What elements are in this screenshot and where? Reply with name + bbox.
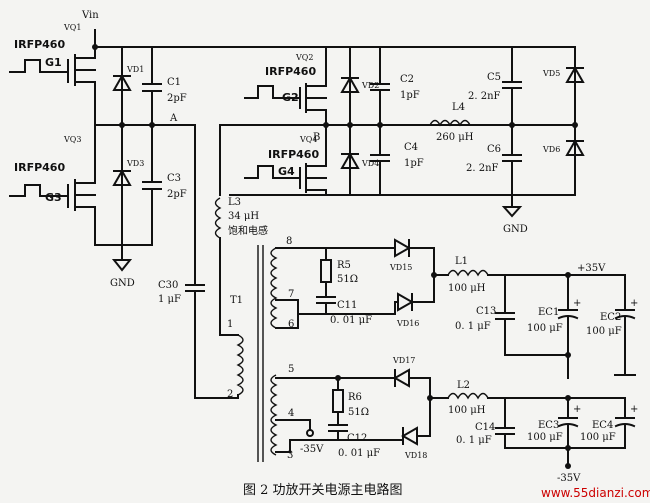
c1-label: C1 [167,77,181,88]
c30-label: C30 [158,280,178,291]
c13-label: C13 [476,306,496,317]
r5-label: R5 [337,260,351,271]
minus35-b-label: -35V [557,473,581,484]
pin2-label: 2 [227,389,233,400]
c6-label: C6 [487,144,501,155]
pin8-label: 8 [286,236,292,247]
c3-value: 2pF [167,189,187,200]
l3-value: 34 μH [228,211,259,222]
c3-label: C3 [167,173,181,184]
c13-value: 0. 1 μF [455,321,491,332]
vd15-label: VD15 [389,263,412,272]
l4-value: 260 μH [436,132,474,143]
vd6-label: VD6 [542,145,560,154]
vd4-label: VD4 [361,159,379,168]
vd16-label: VD16 [396,319,419,328]
ec3-label: EC3 [538,420,559,431]
vd18-label: VD18 [404,451,427,460]
g3-pulse [9,184,69,197]
ec1-value: 100 μF [527,323,563,334]
c11-value: 0. 01 μF [330,315,372,326]
ec2-plus: + [630,298,638,309]
c6-value: 2. 2nF [466,163,499,174]
vin-label: Vin [81,10,99,21]
l1-label: L1 [455,256,468,267]
c14-label: C14 [475,422,495,433]
vq2-label: VQ2 [295,53,313,62]
l4-label: L4 [452,102,465,113]
c4-label: C4 [404,142,418,153]
c2-value: 1pF [400,90,420,101]
vq3-label: VQ3 [63,135,81,144]
pin1-label: 1 [227,319,233,330]
q4-part-label: IRFP460 [268,148,319,161]
c1-value: 2pF [167,93,187,104]
node-a-label: A [169,113,178,124]
g2-label: G2 [282,91,299,104]
g2-pulse [244,85,301,99]
g3-label: G3 [45,191,62,204]
ec3-value: 100 μF [527,432,563,443]
q3-part-label: IRFP460 [14,161,65,174]
g1-label: G1 [45,56,62,69]
ec4-value: 100 μF [580,432,616,443]
pin3-label: 3 [287,450,293,461]
c2-label: C2 [400,74,414,85]
pin4-label: 4 [288,408,294,419]
ec4-label: EC4 [592,420,613,431]
vd3-label: VD3 [126,159,144,168]
l3-label: L3 [228,197,241,208]
g4-label: G4 [278,165,295,178]
ec1-label: EC1 [538,307,559,318]
q1-part-label: IRFP460 [14,38,65,51]
c11-label: C11 [337,300,357,311]
gnd2-label: GND [503,224,528,235]
ec4-plus: + [630,404,638,415]
ec2-value: 100 μF [586,326,622,337]
pin6-label: 6 [288,319,294,330]
r6-label: R6 [348,392,362,403]
vq1-label: VQ1 [63,23,81,32]
figure-caption: 图 2 功放开关电源主电路图 [243,482,403,498]
vd2-label: VD2 [361,81,379,90]
c5-label: C5 [487,72,501,83]
c12-value: 0. 01 μF [338,448,380,459]
watermark: www.55dianzi.com [541,486,650,500]
l3-desc: 饱和电感 [228,224,268,237]
vd1-label: VD1 [126,65,144,74]
vd5-label: VD5 [542,69,560,78]
vq4-label: VQ4 [299,135,317,144]
c14-value: 0. 1 μF [456,435,492,446]
g1-pulse [9,59,69,73]
node-b-label: B [313,132,320,143]
vd17-label: VD17 [392,356,415,365]
c30-value: 1 μF [158,294,181,305]
l2-value: 100 μH [448,405,486,416]
l2-label: L2 [457,380,470,391]
q2-part-label: IRFP460 [265,65,316,78]
t1-label: T1 [230,295,243,306]
minus35-a-label: -35V [300,444,324,455]
r6-value: 51Ω [348,407,369,418]
pin7-label: 7 [288,289,294,300]
pin5-label: 5 [288,364,294,375]
g4-pulse [244,165,301,179]
c5-value: 2. 2nF [468,91,501,102]
r5-value: 51Ω [337,274,358,285]
l1-value: 100 μH [448,283,486,294]
plus35-label: +35V [577,263,606,274]
c12-label: C12 [347,433,367,444]
c4-value: 1pF [404,158,424,169]
gnd1-label: GND [110,278,135,289]
ec2-label: EC2 [600,312,621,323]
ec1-plus: + [573,298,581,309]
ec3-plus: + [573,404,581,415]
